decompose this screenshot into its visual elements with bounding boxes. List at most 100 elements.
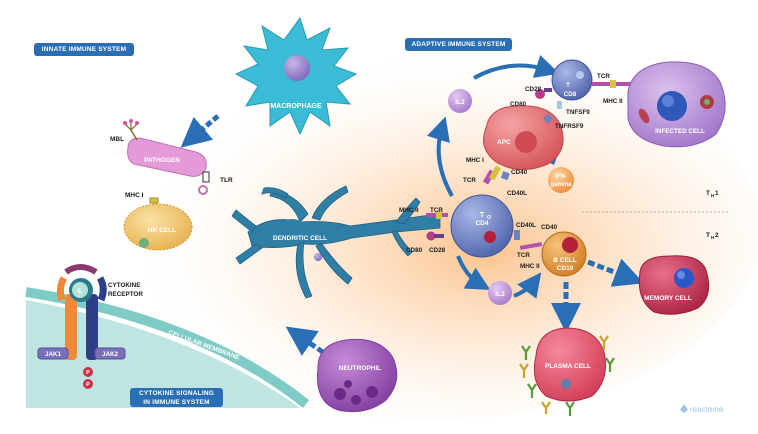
cd28-top-icon xyxy=(544,88,552,92)
t-cd4-label: CD4 xyxy=(475,220,488,227)
tnfrsf9-label: TNFRSF9 xyxy=(555,123,584,130)
th1-sub: H xyxy=(711,193,714,198)
cytokine-signaling-label: CYTOKINE SIGNALING IN IMMUNE SYSTEM xyxy=(130,388,223,407)
th2-sub: H xyxy=(711,235,714,240)
mbl-icon xyxy=(123,119,139,141)
cd80-top-icon xyxy=(535,89,545,99)
tcell-bcell-tcr-icon xyxy=(519,242,543,250)
il2-top-circle xyxy=(448,89,472,113)
jak1-badge: JAK1 xyxy=(37,347,69,360)
arrow-il2-bcell xyxy=(513,272,542,299)
cd28-dc-label: CD28 xyxy=(429,247,446,254)
cytokine-signaling-line2: IN IMMUNE SYSTEM xyxy=(143,398,210,406)
th2-num: 2 xyxy=(715,232,719,239)
cd28-top-label: CD28 xyxy=(525,86,542,93)
plasma-label: PLASMA CELL xyxy=(545,363,591,370)
t-cd8-cell: T CD8 xyxy=(551,59,593,101)
pathogen-label: PATHOGEN xyxy=(144,157,180,164)
ifn-label-1: IFN- xyxy=(555,174,567,180)
cd80-top-label: CD80 xyxy=(510,101,527,108)
cytokine-receptor-label-1: CYTOKINE xyxy=(108,282,140,289)
macrophage-to-pathogen-arrow xyxy=(180,114,220,148)
il2-bottom-circle xyxy=(488,281,512,305)
tnfsf9-icon xyxy=(543,113,553,124)
apc-tcell-tcr-icon xyxy=(488,165,502,181)
il-receptor-label: IL xyxy=(77,289,83,295)
mhc1-nk-label: MHC I xyxy=(125,192,144,199)
il2-top-label: IL2 xyxy=(455,99,465,106)
macrophage-label: MACROPHAGE xyxy=(270,103,322,110)
memory-label: MEMORY CELL xyxy=(644,295,692,302)
antibody-icons xyxy=(519,335,615,416)
t-cd8-label: CD8 xyxy=(564,91,577,98)
cd40l-b-label: CD40L xyxy=(516,222,536,229)
mhc1-apc-label: MHC I xyxy=(466,157,484,164)
pathogen-cell: PATHOGEN xyxy=(127,137,210,195)
cd40-apc-label: CD40 xyxy=(511,169,528,176)
jak2-badge: JAK2 xyxy=(94,347,126,360)
t-cd4-sub: O xyxy=(487,215,491,221)
cytokine-receptor-label-2: RECEPTOR xyxy=(108,291,143,298)
mhc2-b-label: MHC II xyxy=(520,263,540,270)
adaptive-immune-label: ADAPTIVE IMMUNE SYSTEM xyxy=(405,38,512,51)
t-cd4-t: T xyxy=(480,212,485,219)
nk-cell: NK CELL xyxy=(123,197,193,251)
th1-num: 1 xyxy=(715,190,719,197)
tlr-label: TLR xyxy=(220,177,233,184)
infected-cell: INFECTED CELL xyxy=(627,61,726,148)
il2-bottom-label: IL2 xyxy=(495,291,505,298)
mbl-label: MBL xyxy=(110,136,124,143)
tnfrsf9-icon xyxy=(557,101,562,109)
reactome-logo: reactome xyxy=(680,404,724,414)
t-cd4-cell: T O CD4 xyxy=(450,194,514,258)
th2-main: T xyxy=(706,232,710,239)
tcr-apc-label: TCR xyxy=(463,177,476,184)
nk-cell-label: NK CELL xyxy=(148,227,176,234)
mhc2-dc-label: MHC II xyxy=(399,207,419,214)
ifn-gamma-circle xyxy=(548,167,574,193)
neutrophil-label: NEUTROPHIL xyxy=(339,365,381,372)
dendritic-cell xyxy=(231,185,441,299)
mhc-chain-icon xyxy=(610,80,616,88)
arrow-tcell-up xyxy=(426,116,454,197)
cd40l-b-icon xyxy=(514,230,520,240)
innate-immune-label: INNATE IMMUNE SYSTEM xyxy=(34,43,134,56)
background-glow xyxy=(100,40,758,420)
phospho-2-label: P xyxy=(86,382,90,388)
ifn-label-2: gamma xyxy=(550,182,572,188)
apc-cell: APC xyxy=(483,105,564,170)
jak2-label: JAK2 xyxy=(102,351,119,358)
jak1-label: JAK1 xyxy=(45,351,62,358)
th1-main: T xyxy=(706,190,710,197)
phospho-2-icon xyxy=(83,379,93,389)
b-cell-label: B CELL xyxy=(553,257,577,264)
plasma-cell: PLASMA CELL xyxy=(533,327,606,402)
arrow-tcell-il2 xyxy=(456,255,491,290)
cd40l-apc-label: CD40L xyxy=(507,190,527,197)
apc-label: APC xyxy=(497,139,511,146)
cd80-dc-label: CD80 xyxy=(406,247,423,254)
memory-cell: MEMORY CELL xyxy=(638,255,710,315)
tcr-cd8-label: TCR xyxy=(597,73,610,80)
cd40-apc-icon xyxy=(500,171,510,181)
macrophage-cell: MACROPHAGE xyxy=(234,16,358,136)
neutrophil-cell: NEUTROPHIL xyxy=(316,338,398,413)
neutrophil-arrow xyxy=(285,326,332,360)
cd40-b-label: CD40 xyxy=(541,224,558,231)
phospho-1-label: P xyxy=(86,370,90,376)
cytokine-receptor xyxy=(56,264,107,360)
dendritic-label: DENDRITIC CELL xyxy=(273,235,327,242)
tcr-dc-label: TCR xyxy=(430,207,443,214)
tcr-b-label: TCR xyxy=(517,252,530,259)
arrow-bcell-memory xyxy=(587,258,645,287)
arrow-to-cd8 xyxy=(473,54,560,80)
tnfsf9-label: TNFSF9 xyxy=(566,109,590,116)
b-cd19-label: CD19 xyxy=(557,265,574,272)
t-cd8-t: T xyxy=(566,82,570,89)
mhc-cd8-label: MHC II xyxy=(603,98,623,105)
phospho-1-icon xyxy=(83,367,93,377)
dc-tcell-synapse xyxy=(426,211,448,241)
cytokine-signaling-line1: CYTOKINE SIGNALING xyxy=(139,389,214,397)
b-cell: B CELL CD19 xyxy=(541,231,587,277)
